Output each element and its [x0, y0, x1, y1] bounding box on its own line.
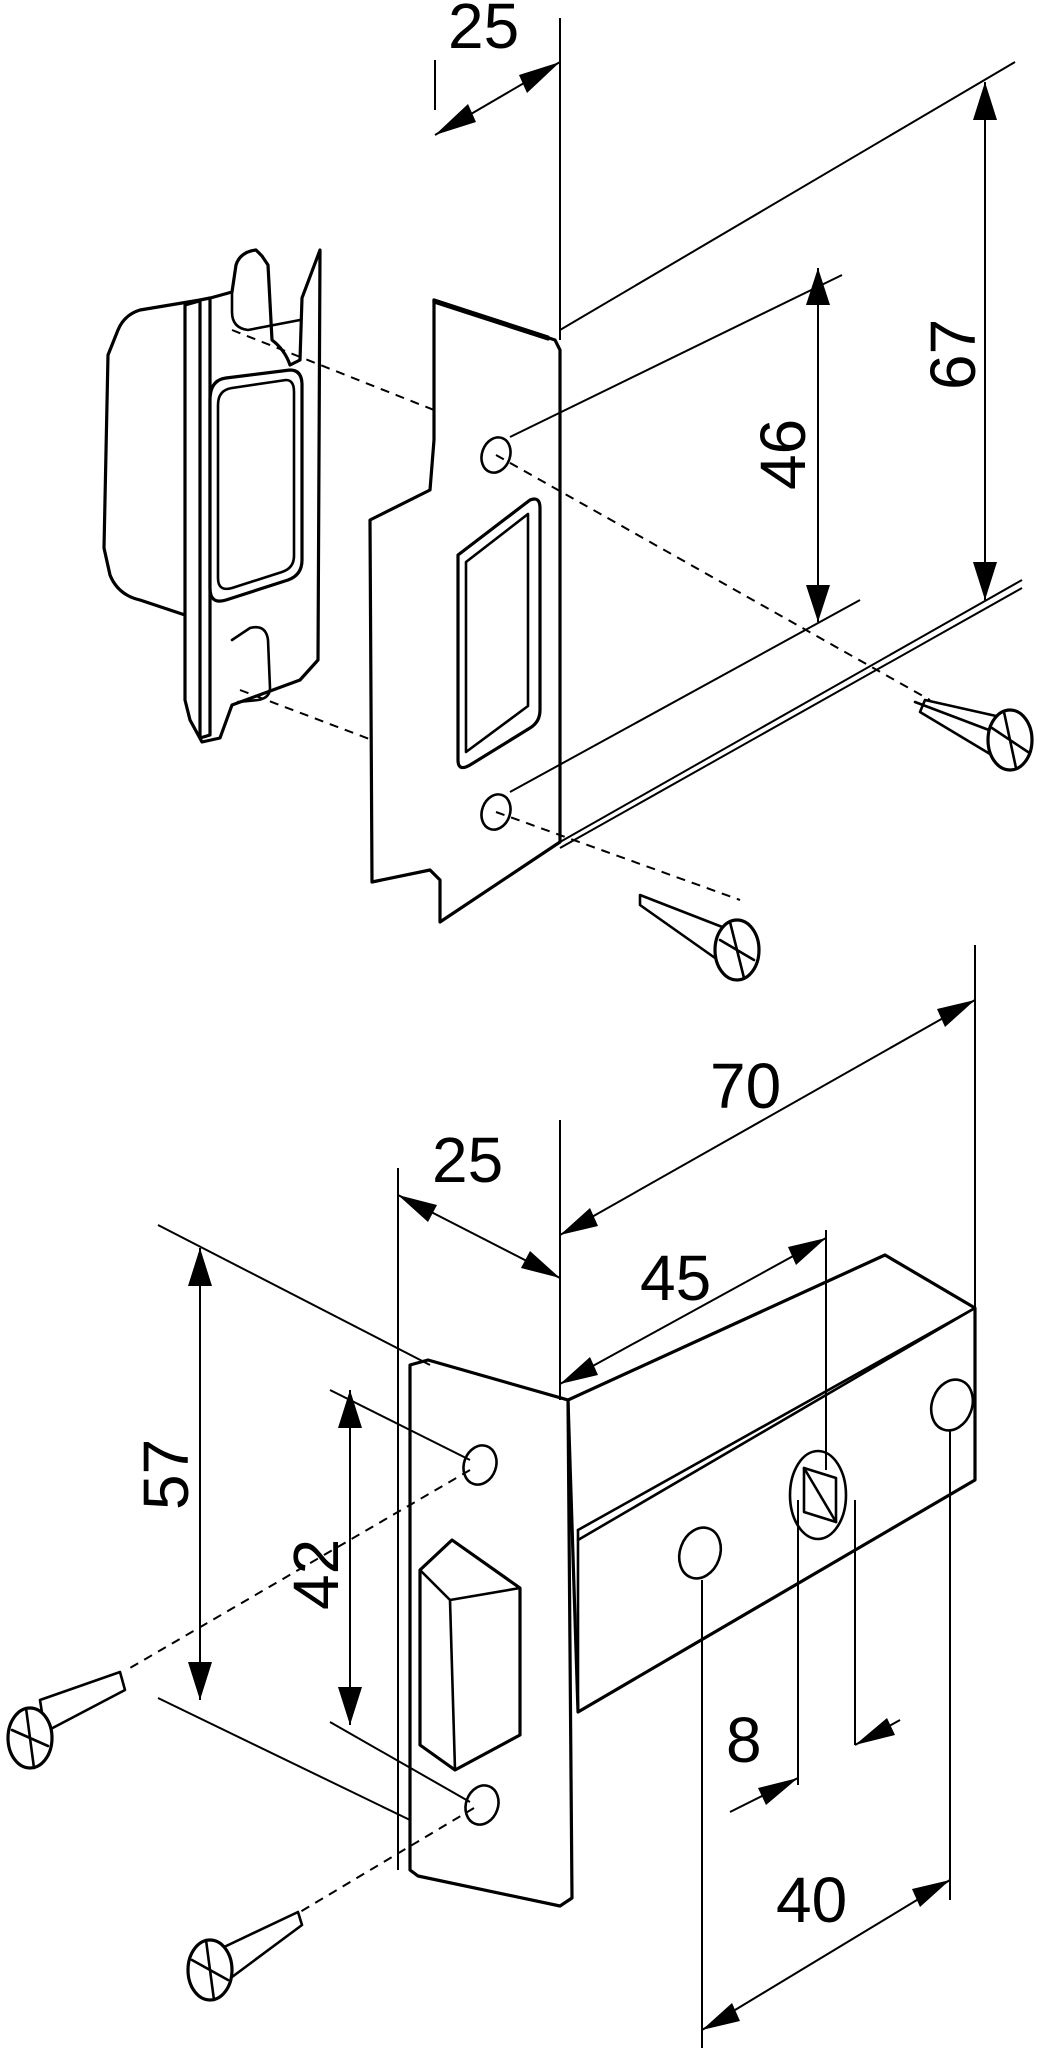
latch-length-label: 70: [710, 1050, 781, 1122]
latch-screw-lower: [186, 1910, 304, 2002]
strike-box: [102, 248, 322, 744]
latch-hole-spacing-label: 42: [280, 1539, 352, 1610]
latch-screw-upper: [6, 1670, 127, 1770]
strike-screw-upper: [913, 698, 1034, 772]
strike-assembly: 25 46 67: [102, 0, 1034, 982]
strike-height-label: 67: [917, 319, 989, 390]
latch-hole-distance-label: 40: [776, 1864, 847, 1936]
latch-faceplate: [408, 1358, 574, 1908]
strike-screw-lower: [638, 893, 761, 982]
latch-backset-label: 45: [640, 1242, 711, 1314]
latch-body: [566, 1253, 977, 1714]
strike-plate: [368, 298, 562, 924]
latch-faceplate-depth-label: 25: [432, 1124, 503, 1196]
strike-depth-label: 25: [448, 0, 519, 62]
latch-assembly: 25 70 45 57 42 8 40: [6, 945, 977, 2048]
latch-plate-height-label: 57: [130, 1439, 202, 1510]
strike-hole-spacing-label: 46: [747, 419, 819, 490]
latch-spindle-label: 8: [726, 1704, 762, 1776]
